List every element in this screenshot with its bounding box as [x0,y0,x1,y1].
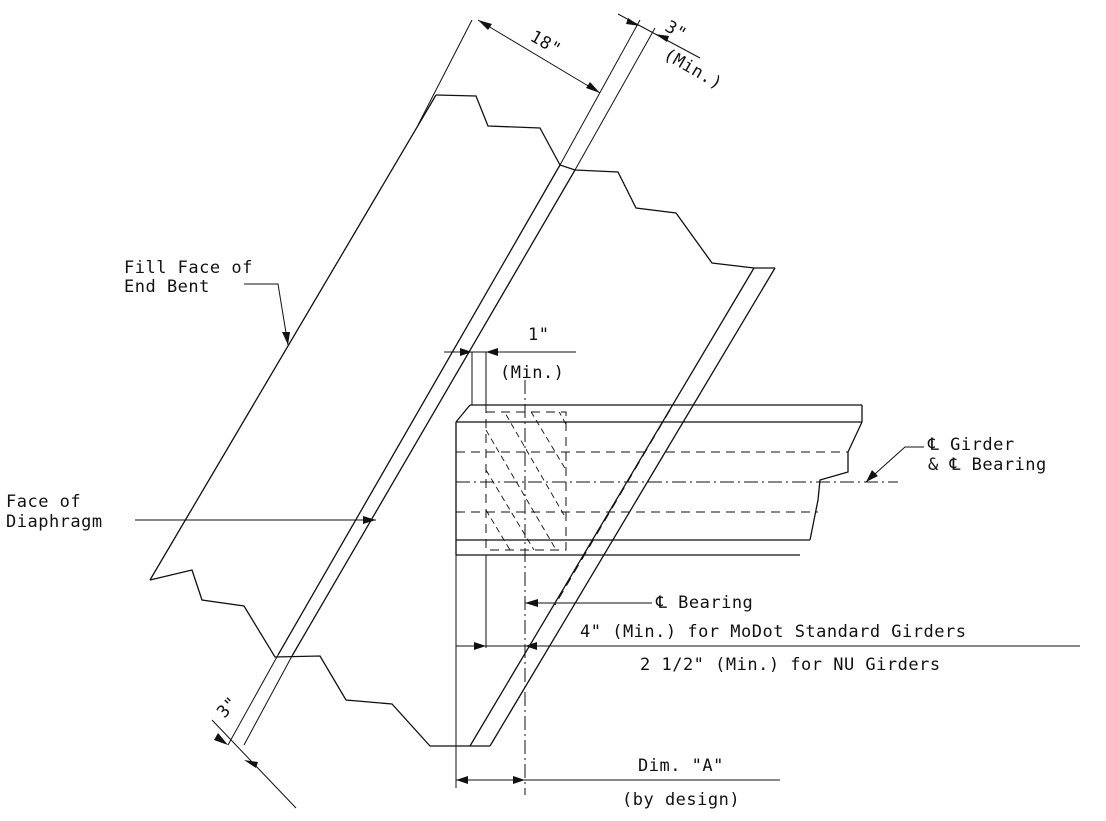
label-nu-min: 2 1/2" (Min.) for NU Girders [640,655,941,675]
bottom-extension-lines [455,555,487,788]
label-modot-min: 4" (Min.) for MoDot Standard Girders [580,622,966,642]
dim-a [456,776,780,784]
label-fill-face-line1: Fill Face of [124,258,253,278]
label-dim-1: 1" [528,325,549,345]
dim-3-bottom [211,654,297,809]
bearing-pad [485,411,567,551]
label-by-design: (by design) [622,790,740,810]
dim-min-edge [456,642,1080,650]
dim-1-inch [444,348,576,412]
cl-bearing-leader [525,599,652,607]
top-extension-lines [417,13,701,171]
girder [455,404,898,606]
label-cl-bearing: ℄ Bearing [655,593,753,613]
label-face-diaphragm-line2: Diaphragm [6,512,103,532]
label-dim-18: 18" [527,27,565,60]
label-dim-a: Dim. "A" [638,756,724,776]
text-labels: 18" 3" (Min.) Fill Face of End Bent 1" (… [6,17,1047,810]
label-min-top-right: (Min.) [660,45,726,95]
label-face-diaphragm-line1: Face of [6,492,81,512]
end-bent-outline [149,94,776,747]
label-fill-face-line2: End Bent [124,277,210,297]
leaders [135,283,924,524]
label-cl-girder-line2: & ℄ Bearing [928,455,1047,475]
label-cl-girder-line1: ℄ Girder [927,435,1015,455]
label-min-1: (Min.) [500,363,564,383]
label-dim-3-bottom: 3" [213,693,242,722]
